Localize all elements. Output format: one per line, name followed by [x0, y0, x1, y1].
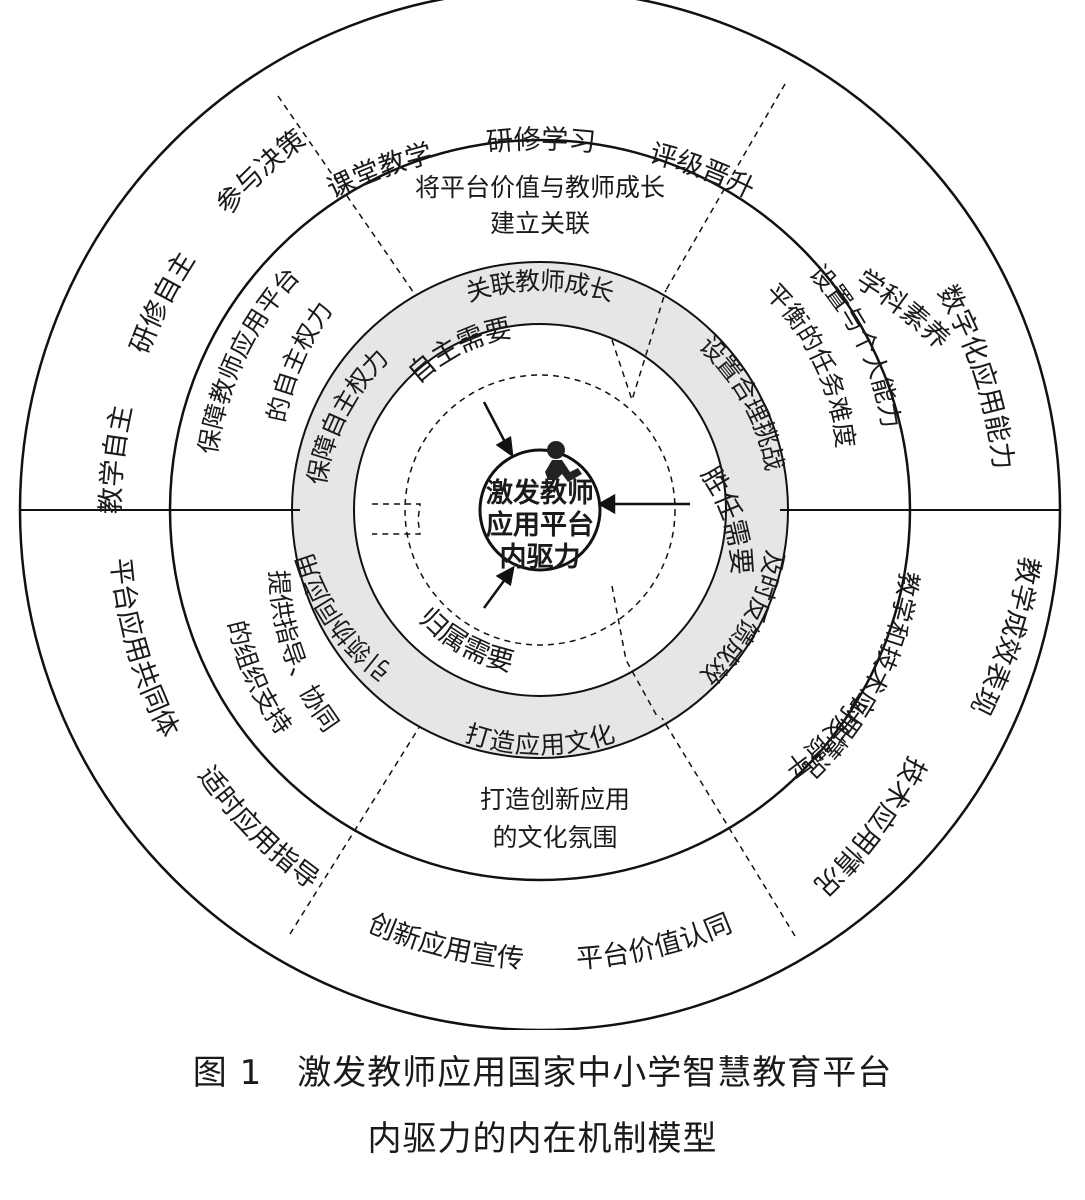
caption-line1: 图 1 激发教师应用国家中小学智慧教育平台: [192, 1053, 893, 1093]
outer-bottom-items: 创新应用宣传 平台价值认同: [364, 908, 737, 976]
need-arrows: [482, 401, 690, 609]
middle-bottom-line1: 打造创新应用: [480, 785, 630, 814]
figure-caption: 图 1 激发教师应用国家中小学智慧教育平台 内驱力的内在机制模型: [0, 1040, 1085, 1172]
center-title-line2: 应用平台: [486, 509, 594, 541]
center-title-line3: 内驱力: [500, 542, 581, 573]
gray-band-inner-edge: [353, 323, 727, 697]
middle-top-line2: 建立关联: [490, 209, 590, 238]
outer-left-lower-item1: 平台应用共同体: [104, 556, 184, 742]
mechanism-model-diagram: 激发教师 应用平台 内驱力 自主需要 胜任需要 归属需要 关联教师成长 设置合理…: [0, 0, 1062, 1030]
person-icon: [545, 441, 582, 482]
center-title-line1: 激发教师: [486, 477, 594, 509]
outer-right-upper-item2: 数字化应用能力: [931, 280, 1018, 471]
middle-top-line1: 将平台价值与教师成长: [415, 173, 665, 202]
gray-band: [292, 262, 788, 758]
caption-line2: 内驱力的内在机制模型: [367, 1119, 718, 1159]
inner-dashed-circle: [404, 374, 676, 646]
outer-left-lower-item2: 适时应用指导: [191, 761, 324, 896]
sector-dividers: [277, 83, 796, 937]
outer-left-upper-items: 教学自主 研修自主 参与决策: [96, 124, 312, 515]
outer-right-lower-item1: 教学成效表现: [964, 555, 1044, 720]
middle-right-lower-line2: 教学和技术应用情况: [797, 569, 924, 783]
middle-bottom-line2: 的文化氛围: [492, 823, 617, 852]
